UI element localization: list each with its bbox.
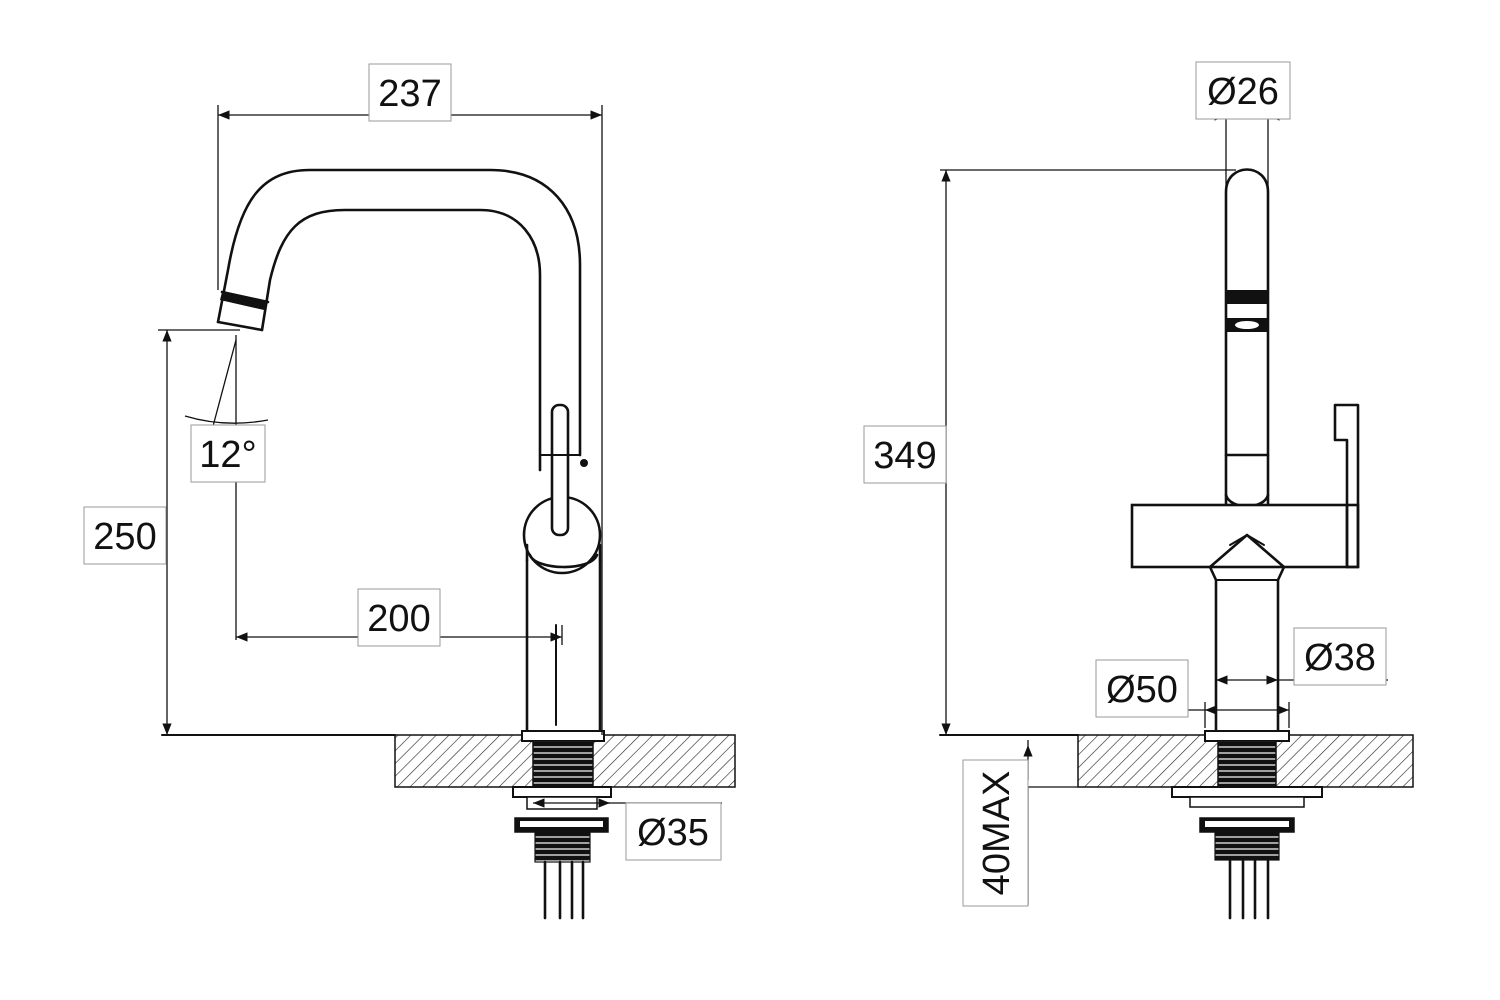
dim-12-degree: 12° [199, 434, 256, 476]
dim-diameter-26: Ø26 [1207, 71, 1279, 113]
dim-349: 349 [873, 435, 936, 477]
mixer-body-front [1130, 503, 1360, 569]
dim-diameter-35: Ø35 [637, 812, 709, 854]
dim-diameter-50: Ø50 [1106, 669, 1178, 711]
dim-200: 200 [367, 598, 430, 640]
front-view: Ø26 349 Ø38 Ø50 40MAX [863, 61, 1414, 920]
lever-handle-left [550, 403, 570, 537]
dim-237: 237 [378, 73, 441, 115]
dim-250: 250 [93, 516, 156, 558]
side-view: 237 250 12° 200 Ø35 [83, 63, 736, 920]
lever-handle-front [1333, 403, 1360, 569]
spout-tube [216, 168, 582, 457]
dim-40-max: 40MAX [976, 771, 1018, 896]
dim-diameter-38: Ø38 [1304, 637, 1376, 679]
